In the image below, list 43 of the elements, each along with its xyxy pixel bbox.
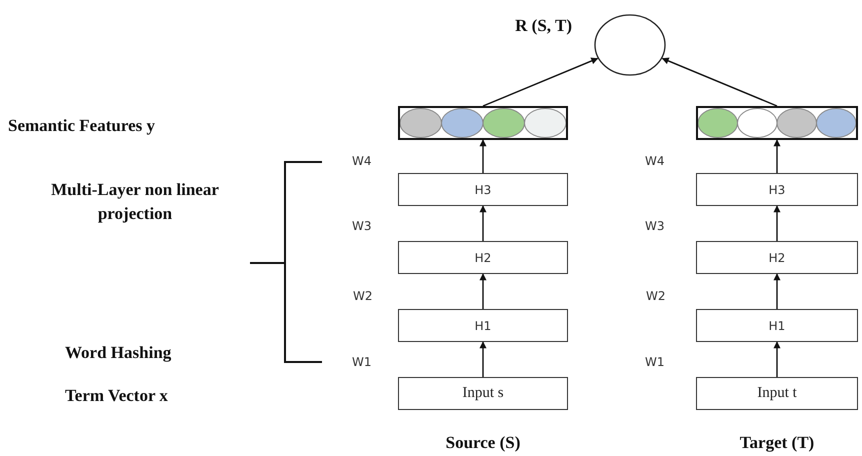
hidden-layer-box xyxy=(696,309,858,342)
layer-label: H3 xyxy=(474,182,492,196)
input-label: Input t xyxy=(757,385,797,402)
arrow xyxy=(480,139,486,173)
arrow xyxy=(480,341,486,377)
hidden-layer-box xyxy=(696,173,858,206)
weight-label: W4 xyxy=(645,154,664,168)
arrow xyxy=(774,139,780,173)
layer-label: H1 xyxy=(474,318,492,332)
hidden-layer-box xyxy=(398,173,568,206)
feature-vector-bar xyxy=(398,106,568,140)
layer-name: Semantic Features y xyxy=(8,116,155,136)
arrow xyxy=(480,205,486,241)
input-layer-box xyxy=(696,377,858,410)
similarity-label: R (S, T) xyxy=(515,16,572,36)
layer-label: H3 xyxy=(768,182,786,196)
weight-label: W2 xyxy=(646,289,666,303)
arrow xyxy=(482,58,598,107)
layer-label: H2 xyxy=(768,250,786,264)
arrow xyxy=(774,341,780,377)
weight-label: W4 xyxy=(352,154,372,168)
layer-name: Multi-Layer non linear projection xyxy=(50,179,220,225)
weight-label: W2 xyxy=(353,289,372,303)
layer-name: Word Hashing xyxy=(65,343,172,363)
weight-label: W3 xyxy=(352,219,372,233)
weight-label: W3 xyxy=(645,219,664,233)
arrow xyxy=(480,273,486,309)
layer-name: Term Vector x xyxy=(65,386,168,406)
hidden-layer-box xyxy=(398,309,568,342)
arrow xyxy=(774,273,780,309)
arrow xyxy=(774,205,780,241)
feature-vector-bar xyxy=(696,106,858,140)
weight-label: W1 xyxy=(645,355,664,369)
arrow xyxy=(662,58,778,107)
column-title: Source (S) xyxy=(444,433,522,453)
hidden-layer-box xyxy=(696,241,858,274)
layer-label: H2 xyxy=(474,250,492,264)
hidden-layer-box xyxy=(398,241,568,274)
weight-label: W1 xyxy=(352,355,372,369)
column-title: Target (T) xyxy=(738,433,816,453)
input-layer-box xyxy=(398,377,568,410)
layer-label: H1 xyxy=(768,318,786,332)
input-label: Input s xyxy=(462,385,504,402)
